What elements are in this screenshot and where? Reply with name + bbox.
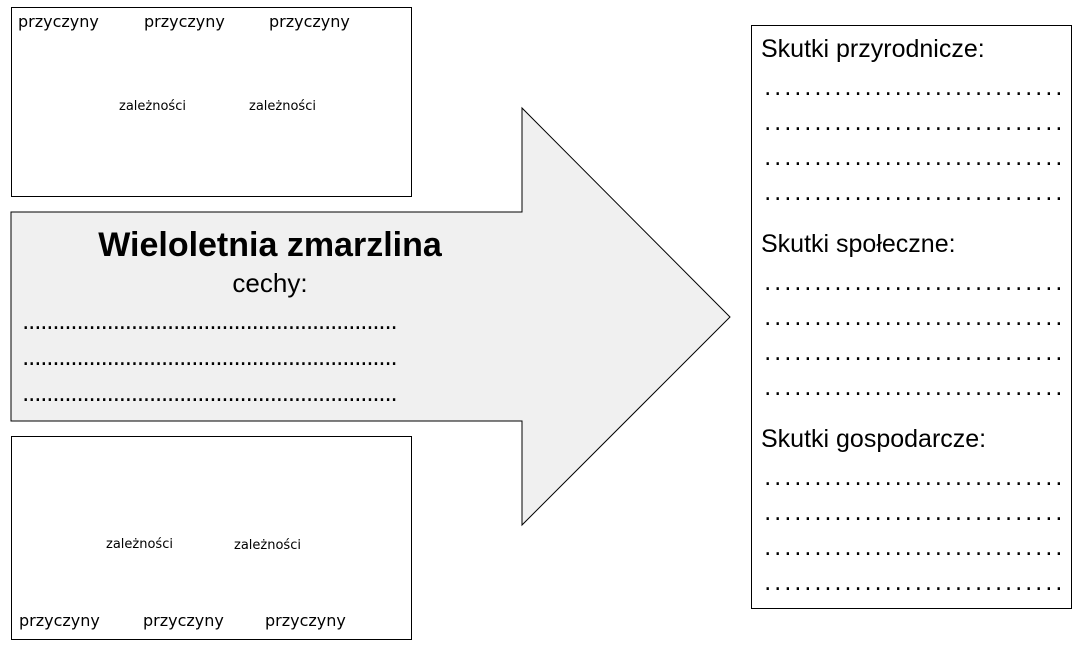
features-label: cechy: [232,268,308,298]
top-dependency-label-2: zależności [249,99,316,114]
natural-effects-heading: Skutki przyrodnicze: [761,35,985,63]
top-cause-label-2: przyczyny [144,12,225,31]
bottom-cause-label-1: przyczyny [19,611,100,630]
social-effects-heading: Skutki społeczne: [761,230,956,258]
top-cause-label-1: przyczyny [18,12,99,31]
main-title: Wieloletnia zmarzlina [98,226,442,264]
economic-effects-line-1: ........................................… [762,468,1062,490]
natural-effects-line-2: ........................................… [762,113,1062,135]
top-dependency-label-1: zależności [119,99,186,114]
bottom-causes-panel: zależności zależności przyczyny przyczyn… [11,436,412,640]
bottom-cause-label-3: przyczyny [265,611,346,630]
bottom-dependency-label-2: zależności [234,538,301,553]
top-causes-panel: przyczyny przyczyny przyczyny zależności… [11,7,412,197]
features-line-1: ........................................… [20,312,400,334]
economic-effects-line-4: ........................................… [762,573,1062,595]
economic-effects-line-3: ........................................… [762,538,1062,560]
social-effects-line-3: ........................................… [762,343,1062,365]
natural-effects-line-1: ........................................… [762,78,1062,100]
social-effects-line-1: ........................................… [762,273,1062,295]
economic-effects-line-2: ........................................… [762,503,1062,525]
features-line-2: ........................................… [20,348,400,370]
bottom-dependency-label-1: zależności [106,537,173,552]
social-effects-line-4: ........................................… [762,378,1062,400]
features-line-3: ........................................… [20,384,400,406]
bottom-cause-label-2: przyczyny [143,611,224,630]
economic-effects-heading: Skutki gospodarcze: [761,425,987,453]
effects-panel: Skutki przyrodnicze: ...................… [751,25,1072,609]
natural-effects-line-3: ........................................… [762,148,1062,170]
social-effects-line-2: ........................................… [762,308,1062,330]
top-cause-label-3: przyczyny [269,12,350,31]
natural-effects-line-4: ........................................… [762,183,1062,205]
